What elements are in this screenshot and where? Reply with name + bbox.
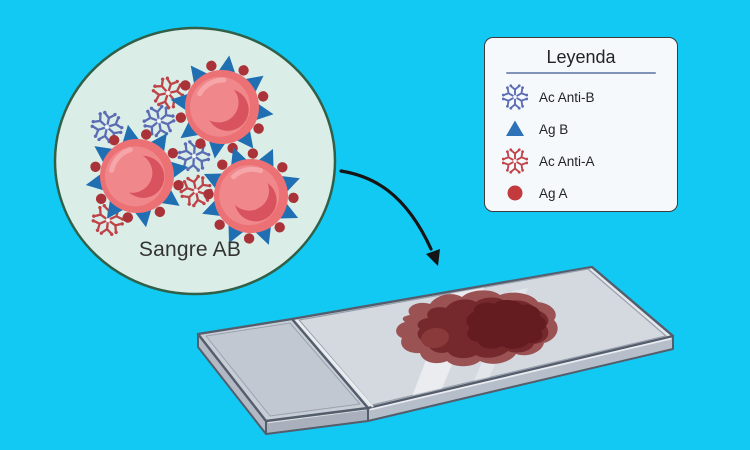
- slide-frosted-end: [196, 317, 374, 435]
- antigen-a-dot-icon: [501, 179, 529, 207]
- legend-rows: Ac Anti-B Ag B Ac Anti-A: [485, 81, 677, 209]
- legend-item-label: Ag A: [539, 185, 568, 201]
- antibody-anti-a-icon: [501, 147, 529, 175]
- antibody-anti-b-icon: [501, 83, 529, 111]
- legend-title: Leyenda: [546, 47, 616, 67]
- blood-sample-circle: [53, 26, 337, 296]
- legend-row-ac-anti-b: Ac Anti-B: [485, 81, 677, 113]
- legend-panel: Leyenda Ac Anti-B Ag B: [484, 37, 678, 212]
- legend-divider: [506, 72, 656, 75]
- blood-stain: [396, 290, 558, 367]
- legend-item-label: Ag B: [539, 121, 569, 137]
- antigen-b-triangle-icon: [501, 115, 529, 143]
- legend-row-ag-b: Ag B: [485, 113, 677, 145]
- flow-arrow: [339, 169, 440, 266]
- arrowhead-icon: [426, 249, 440, 266]
- legend-item-label: Ac Anti-A: [539, 153, 595, 169]
- sample-label: Sangre AB: [138, 238, 242, 261]
- microscope-slide: [196, 265, 675, 435]
- legend-row-ac-anti-a: Ac Anti-A: [485, 145, 677, 177]
- legend-item-label: Ac Anti-B: [539, 89, 595, 105]
- legend-row-ag-a: Ag A: [485, 177, 677, 209]
